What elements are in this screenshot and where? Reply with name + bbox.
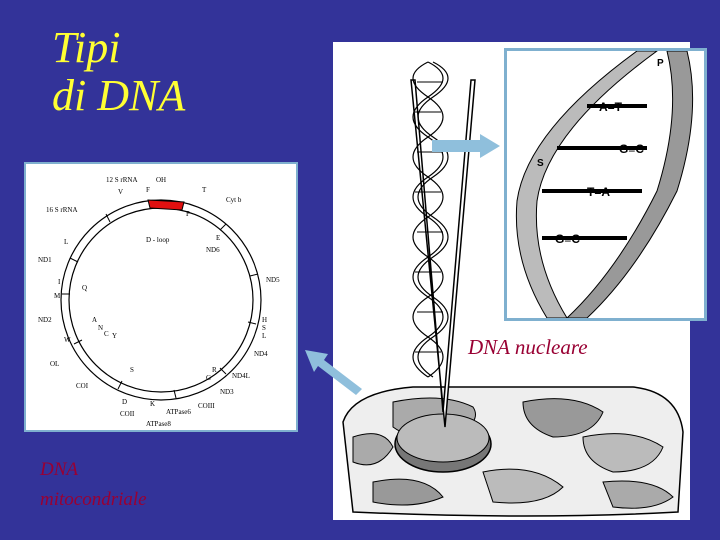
mito-map-drawing: OH 12 S rRNA F V T Cyt b P E ND6 16 S rR… bbox=[26, 164, 296, 430]
base-pair-1: A=T bbox=[599, 100, 623, 114]
gene-p: P bbox=[186, 210, 190, 218]
sugar-label: S bbox=[537, 158, 544, 169]
gene-s2: S bbox=[262, 324, 266, 332]
gene-n: N bbox=[98, 324, 103, 332]
gene-cytb: Cyt b bbox=[226, 196, 242, 204]
gene-v: V bbox=[118, 188, 123, 196]
gene-h: H bbox=[262, 316, 267, 324]
helix-closeup-drawing: P S A=T G≡C T=A G≡C bbox=[507, 51, 704, 318]
gene-l: L bbox=[64, 238, 68, 246]
gene-l2: L bbox=[262, 332, 266, 340]
label-mito-line-1: DNA bbox=[40, 455, 147, 485]
gene-c: C bbox=[104, 330, 109, 338]
gene-12s: 12 S rRNA bbox=[106, 176, 138, 184]
gene-nd3: ND3 bbox=[220, 388, 234, 396]
base-pair-4: G≡C bbox=[555, 232, 580, 246]
gene-q: Q bbox=[82, 284, 87, 292]
gene-ol: OL bbox=[50, 360, 59, 368]
title-line-1: Tipi bbox=[52, 24, 185, 72]
gene-w: W bbox=[64, 336, 71, 344]
gene-nd1: ND1 bbox=[38, 256, 52, 264]
gene-r: R bbox=[212, 366, 217, 374]
gene-t: T bbox=[202, 186, 207, 194]
d-loop-label: D - loop bbox=[146, 236, 170, 244]
gene-atp6: ATPase6 bbox=[166, 408, 191, 416]
gene-d: D bbox=[122, 398, 127, 406]
label-dna-mitocondriale: DNA mitocondriale bbox=[40, 455, 147, 515]
title-line-2: di DNA bbox=[52, 72, 185, 120]
gene-oh: OH bbox=[156, 176, 166, 184]
gene-coiii: COIII bbox=[198, 402, 215, 410]
gene-f: F bbox=[146, 186, 150, 194]
label-mito-line-2: mitocondriale bbox=[40, 485, 147, 515]
gene-coii: COII bbox=[120, 410, 135, 418]
gene-e: E bbox=[216, 234, 220, 242]
gene-y: Y bbox=[112, 332, 117, 340]
gene-nd2: ND2 bbox=[38, 316, 52, 324]
base-pair-3: T=A bbox=[587, 185, 610, 199]
gene-nd4l: ND4L bbox=[232, 372, 250, 380]
label-dna-nucleare: DNA nucleare bbox=[468, 335, 588, 360]
gene-a: A bbox=[92, 316, 97, 324]
gene-nd4: ND4 bbox=[254, 350, 268, 358]
gene-i: I bbox=[58, 278, 61, 286]
gene-atp8: ATPase8 bbox=[146, 420, 171, 428]
gene-16s: 16 S rRNA bbox=[46, 206, 78, 214]
slide-title: Tipi di DNA bbox=[52, 24, 185, 120]
gene-coi: COI bbox=[76, 382, 89, 390]
phosphate-label: P bbox=[657, 58, 664, 69]
gene-nd6: ND6 bbox=[206, 246, 220, 254]
helix-closeup: P S A=T G≡C T=A G≡C bbox=[504, 48, 707, 321]
gene-nd5: ND5 bbox=[266, 276, 280, 284]
gene-s1: S bbox=[130, 366, 134, 374]
mito-dna-map: OH 12 S rRNA F V T Cyt b P E ND6 16 S rR… bbox=[24, 162, 298, 432]
gene-m: M bbox=[54, 292, 61, 300]
gene-g: G bbox=[206, 374, 211, 382]
gene-k: K bbox=[150, 400, 155, 408]
base-pair-2: G≡C bbox=[619, 142, 644, 156]
